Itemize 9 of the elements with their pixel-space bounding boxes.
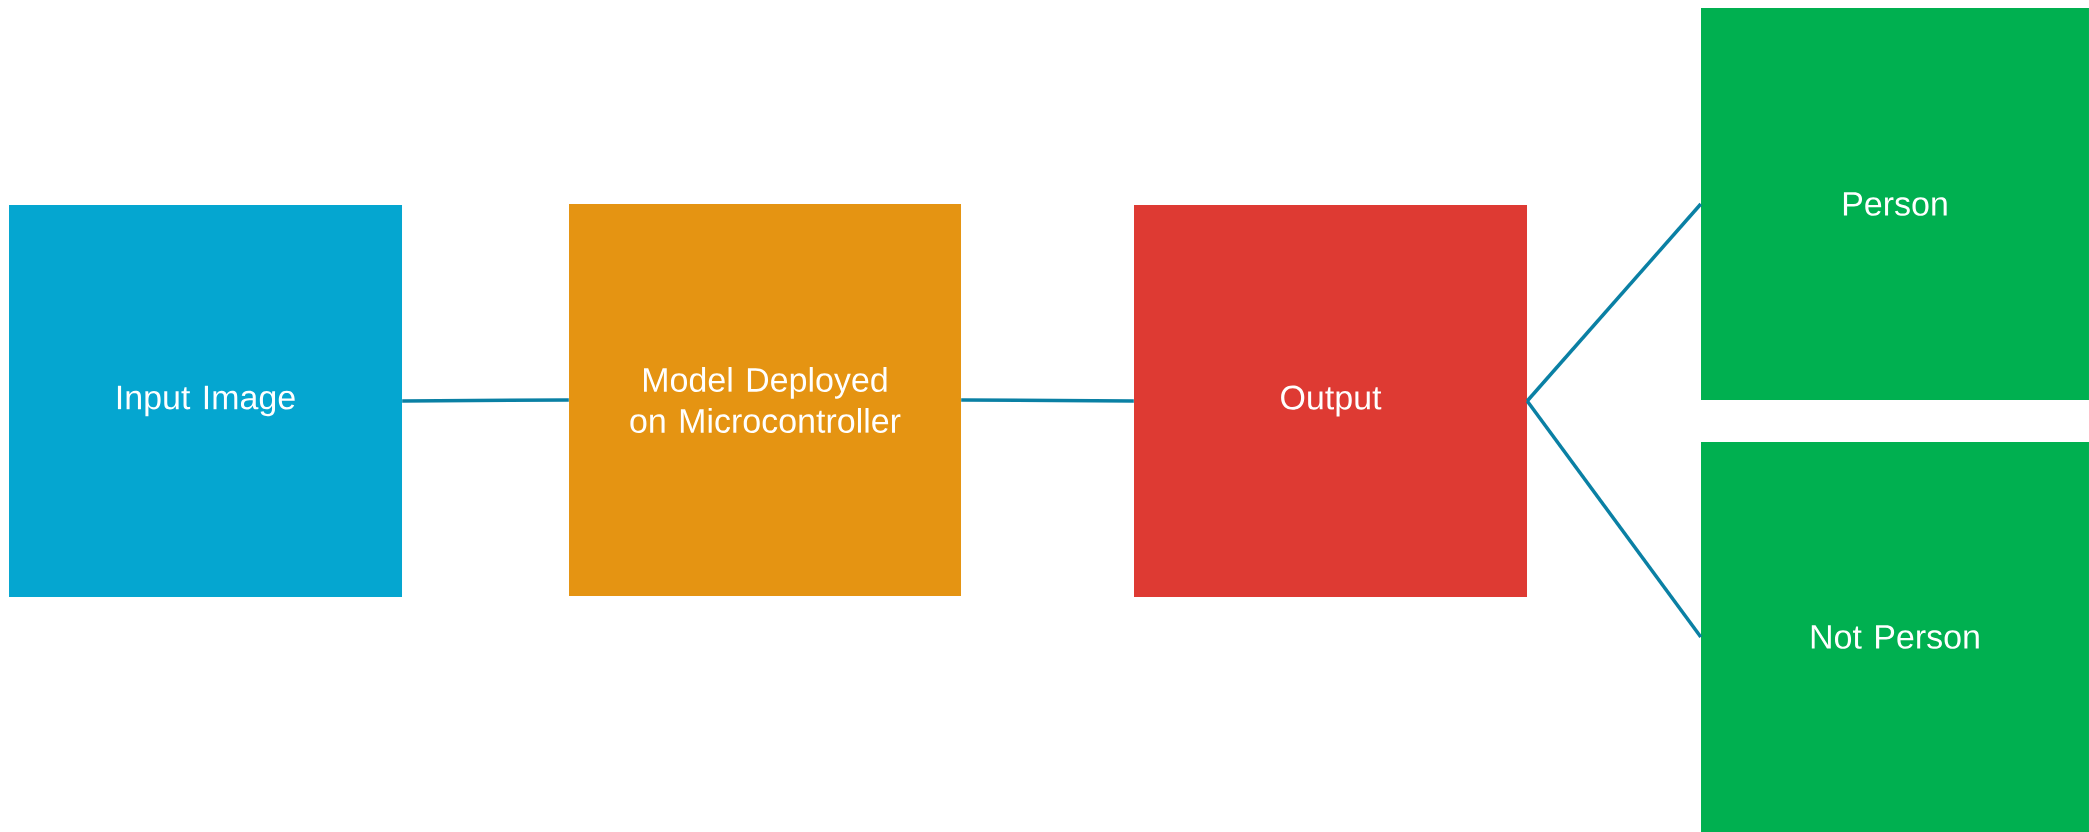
process-box: Model Deployed on Microcontroller — [569, 204, 961, 596]
process-box: Input Image — [9, 205, 402, 597]
connector-line — [1525, 202, 1703, 403]
process-box: Person — [1701, 8, 2089, 400]
process-box: Output — [1134, 205, 1527, 597]
connector-line — [1525, 399, 1703, 639]
connector-line — [961, 398, 1134, 403]
connector-line — [402, 398, 569, 403]
process-box: Not Person — [1701, 442, 2089, 832]
